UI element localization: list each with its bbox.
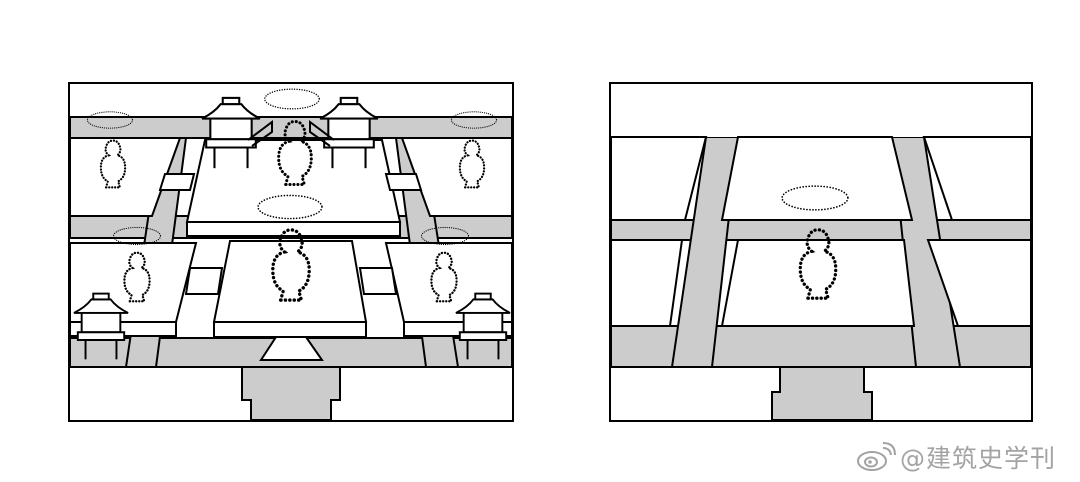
weibo-logo-icon [857, 442, 896, 471]
left-approach-ramp [259, 336, 324, 361]
right-blocks [610, 136, 1032, 327]
left-block-bottom-center [212, 240, 368, 323]
left-panel [68, 82, 514, 422]
palace-platform [185, 139, 402, 223]
palace-corridors [247, 120, 335, 147]
left-block-top-left [69, 137, 182, 217]
left-block-bottom-center-side [213, 321, 367, 338]
watermark-text: @建筑史学刊 [900, 444, 1057, 473]
watermark: @建筑史学刊 [856, 440, 1056, 474]
right-panel [609, 82, 1033, 422]
left-bridges [158, 173, 423, 295]
